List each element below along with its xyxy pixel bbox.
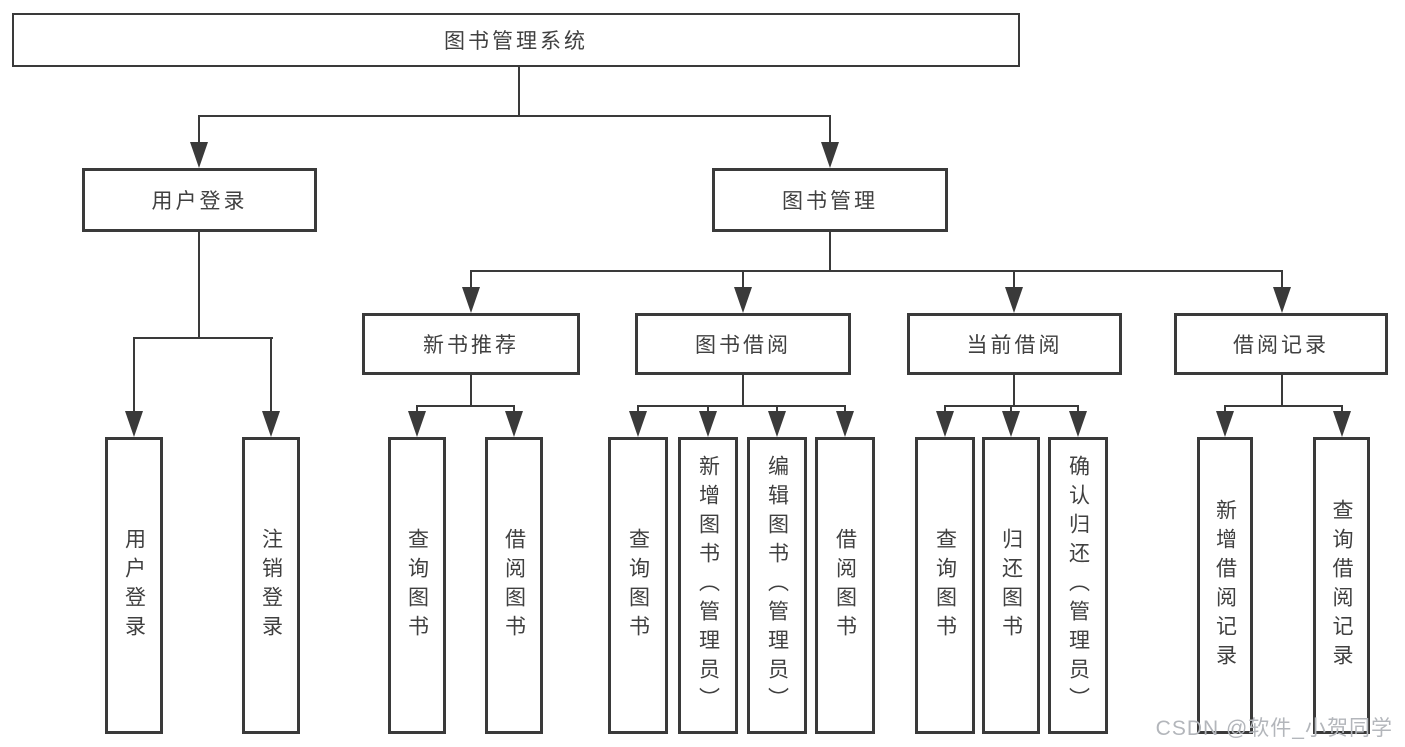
- leaf-query-books-recommend: 查询图书: [388, 437, 446, 734]
- connector-level3-bracket: [470, 270, 1283, 272]
- node-label: 用户登录: [122, 527, 146, 644]
- connector-book-management-stem: [829, 230, 831, 272]
- leaf-query-books-borrow: 查询图书: [608, 437, 668, 734]
- connector-drop-leaf: [513, 405, 515, 416]
- leaf-confirm-return-admin: 确认归还（管理员）: [1048, 437, 1108, 734]
- node-label: 借阅图书: [833, 527, 857, 644]
- connector-drop-user-login: [198, 115, 200, 147]
- node-current-borrow: 当前借阅: [907, 313, 1122, 375]
- arrowhead-down-icon: [262, 411, 280, 437]
- node-label: 图书管理: [782, 190, 878, 213]
- connector-current-borrow-stem: [1013, 373, 1015, 407]
- arrowhead-down-icon: [629, 411, 647, 437]
- node-label: 查询图书: [405, 527, 429, 644]
- connector-new-book-stem: [470, 373, 472, 407]
- arrowhead-down-icon: [1069, 411, 1087, 437]
- arrowhead-down-icon: [768, 411, 786, 437]
- connector-drop-leaf: [1341, 405, 1343, 416]
- connector-drop-leaf: [1077, 405, 1079, 416]
- arrowhead-down-icon: [699, 411, 717, 437]
- arrowhead-down-icon: [1273, 287, 1291, 313]
- node-book-borrow: 图书借阅: [635, 313, 851, 375]
- arrowhead-down-icon: [408, 411, 426, 437]
- arrowhead-down-icon: [1002, 411, 1020, 437]
- node-label: 新增借阅记录: [1213, 498, 1237, 673]
- connector-drop-leaf: [270, 337, 272, 416]
- connector-drop-leaf: [776, 405, 778, 416]
- connector-root-stem: [518, 66, 520, 117]
- arrowhead-down-icon: [1216, 411, 1234, 437]
- connector-level2-bracket: [198, 115, 831, 117]
- node-label: 图书借阅: [695, 334, 791, 357]
- arrowhead-down-icon: [734, 287, 752, 313]
- arrowhead-down-icon: [1333, 411, 1351, 437]
- leaf-user-login: 用户登录: [105, 437, 163, 734]
- connector-drop-leaf: [637, 405, 639, 416]
- connector-book-borrow-stem: [742, 373, 744, 407]
- connector-borrow-records-bracket: [1224, 405, 1343, 407]
- connector-borrow-records-stem: [1281, 373, 1283, 407]
- connector-drop-leaf: [844, 405, 846, 416]
- connector-drop-book-management: [829, 115, 831, 147]
- node-library-management-system: 图书管理系统: [12, 13, 1020, 67]
- arrowhead-down-icon: [125, 411, 143, 437]
- node-label: 编辑图书（管理员）: [765, 455, 789, 716]
- node-label: 新书推荐: [423, 334, 519, 357]
- connector-drop-borrow-records: [1281, 270, 1283, 292]
- leaf-return-books: 归还图书: [982, 437, 1040, 734]
- connector-book-borrow-bracket: [637, 405, 846, 407]
- node-book-management: 图书管理: [712, 168, 948, 232]
- node-label: 借阅图书: [502, 527, 526, 644]
- arrowhead-down-icon: [505, 411, 523, 437]
- connector-user-login-stem: [198, 230, 200, 339]
- connector-drop-leaf: [944, 405, 946, 416]
- connector-drop-leaf: [133, 337, 135, 416]
- leaf-borrow-books: 借阅图书: [815, 437, 875, 734]
- node-label: 查询图书: [933, 527, 957, 644]
- connector-drop-leaf: [1224, 405, 1226, 416]
- node-label: 确认归还（管理员）: [1066, 455, 1090, 716]
- connector-drop-leaf: [1010, 405, 1012, 416]
- connector-drop-leaf: [416, 405, 418, 416]
- node-label: 借阅记录: [1233, 334, 1329, 357]
- node-borrow-records: 借阅记录: [1174, 313, 1388, 375]
- leaf-add-borrow-record: 新增借阅记录: [1197, 437, 1253, 734]
- node-label: 查询图书: [626, 527, 650, 644]
- arrowhead-down-icon: [821, 142, 839, 168]
- connector-new-book-bracket: [416, 405, 515, 407]
- leaf-logout: 注销登录: [242, 437, 300, 734]
- leaf-edit-book-admin: 编辑图书（管理员）: [747, 437, 807, 734]
- leaf-add-book-admin: 新增图书（管理员）: [678, 437, 738, 734]
- arrowhead-down-icon: [836, 411, 854, 437]
- node-new-book-recommend: 新书推荐: [362, 313, 580, 375]
- arrowhead-down-icon: [462, 287, 480, 313]
- connector-drop-leaf: [707, 405, 709, 416]
- node-user-login: 用户登录: [82, 168, 317, 232]
- connector-user-login-bracket: [133, 337, 273, 339]
- arrowhead-down-icon: [190, 142, 208, 168]
- node-label: 新增图书（管理员）: [696, 455, 720, 716]
- arrowhead-down-icon: [936, 411, 954, 437]
- leaf-borrow-books-recommend: 借阅图书: [485, 437, 543, 734]
- connector-drop-new-book: [470, 270, 472, 292]
- connector-drop-current-borrow: [1013, 270, 1015, 292]
- csdn-watermark: CSDN @软件_小贺同学: [1155, 717, 1393, 740]
- node-label: 当前借阅: [966, 334, 1063, 357]
- node-label: 图书管理系统: [444, 30, 588, 53]
- node-label: 注销登录: [259, 527, 283, 644]
- leaf-query-books-current: 查询图书: [915, 437, 975, 734]
- node-label: 用户登录: [151, 190, 248, 213]
- leaf-query-borrow-record: 查询借阅记录: [1313, 437, 1370, 734]
- connector-drop-book-borrow: [742, 270, 744, 292]
- arrowhead-down-icon: [1005, 287, 1023, 313]
- node-label: 查询借阅记录: [1330, 498, 1353, 673]
- node-label: 归还图书: [999, 527, 1023, 644]
